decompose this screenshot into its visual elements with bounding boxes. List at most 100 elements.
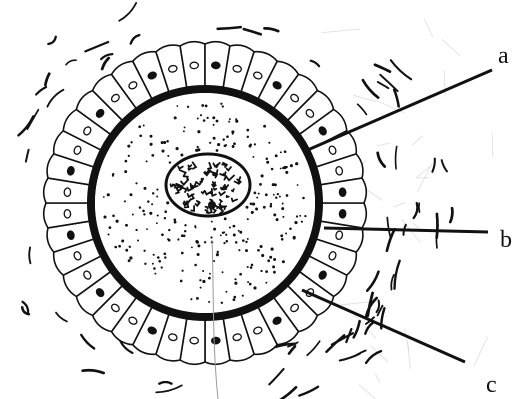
granule-dot (208, 277, 211, 280)
granule-dot (184, 126, 186, 128)
granule-dot (176, 105, 178, 107)
granule-dot (280, 168, 282, 170)
granule-dot (265, 193, 268, 196)
granule-dot (204, 241, 206, 243)
granule-dot (146, 228, 148, 230)
granule-dot (143, 125, 145, 127)
granule-dot (228, 121, 230, 123)
granule-dot (206, 117, 208, 119)
granule-dot (225, 291, 227, 293)
granule-dot (181, 270, 183, 272)
granule-dot (211, 221, 213, 223)
granule-dot (158, 260, 161, 263)
granule-dot (200, 114, 202, 116)
granule-dot (238, 249, 240, 251)
granule-dot (216, 253, 219, 256)
granule-dot (208, 301, 210, 303)
granule-dot (202, 280, 205, 283)
granule-dot (247, 136, 249, 138)
granule-dot (180, 154, 183, 157)
granule-dot (261, 174, 264, 177)
granule-dot (280, 234, 283, 237)
granule-dot (222, 232, 224, 234)
granule-dot (135, 182, 137, 184)
granule-dot (270, 205, 273, 208)
granule-dot (253, 286, 256, 289)
granule-dot (239, 273, 242, 276)
granule-dot (220, 103, 222, 105)
granule-dot (103, 196, 105, 198)
granule-dot (166, 201, 169, 204)
label-c: c (486, 373, 497, 397)
granule-dot (295, 162, 298, 165)
granule-dot (129, 246, 131, 248)
granule-dot (281, 207, 284, 210)
granule-dot (213, 137, 216, 140)
cell-nucleus (211, 337, 220, 344)
granule-dot (203, 119, 206, 122)
granule-dot (107, 233, 109, 235)
granule-dot (213, 260, 215, 262)
granule-dot (197, 146, 199, 148)
granule-dot (257, 249, 260, 252)
granule-dot (150, 135, 153, 138)
cell-nucleus (339, 209, 346, 218)
granule-dot (271, 168, 274, 171)
granule-dot (139, 134, 142, 137)
granule-dot (217, 251, 219, 253)
granule-dot (263, 206, 266, 209)
granule-dot (232, 133, 234, 135)
granule-dot (284, 150, 287, 153)
granule-dot (199, 279, 201, 281)
granule-dot (247, 218, 249, 220)
cell-nucleus (339, 188, 346, 197)
granule-dot (304, 215, 306, 217)
tissue-stroke (419, 203, 420, 212)
granule-dot (282, 216, 284, 218)
granule-dot (150, 143, 153, 146)
granule-dot (269, 256, 272, 259)
granule-dot (197, 244, 200, 247)
granule-dot (201, 104, 204, 107)
granule-dot (184, 230, 186, 232)
granule-dot (202, 270, 204, 272)
granule-dot (144, 187, 147, 190)
granule-dot (197, 118, 199, 120)
granule-dot (130, 193, 133, 196)
granule-dot (273, 271, 276, 274)
chromatin-mark (214, 189, 216, 190)
granule-dot (154, 273, 156, 275)
granule-dot (220, 234, 222, 236)
granule-dot (301, 221, 303, 223)
granule-dot (209, 142, 211, 144)
granule-dot (176, 147, 179, 150)
granule-dot (234, 278, 236, 280)
nucleolus (208, 201, 216, 209)
granule-dot (161, 141, 164, 144)
granule-dot (213, 228, 216, 231)
granule-dot (161, 149, 164, 152)
granule-dot (293, 236, 296, 239)
granule-dot (285, 171, 288, 174)
granule-dot (168, 229, 170, 231)
granule-dot (190, 298, 192, 300)
granule-dot (245, 249, 248, 252)
granule-dot (238, 230, 240, 232)
granule-dot (121, 240, 124, 243)
granule-dot (242, 295, 244, 297)
granule-dot (183, 130, 185, 132)
granule-dot (233, 234, 236, 237)
granule-dot (112, 215, 115, 218)
granule-dot (282, 260, 285, 263)
granule-dot (289, 227, 292, 230)
granule-dot (166, 140, 169, 143)
granule-dot (124, 170, 127, 173)
granule-dot (276, 218, 279, 221)
granule-dot (251, 211, 254, 214)
granule-dot (116, 220, 119, 223)
chromatin-mark (216, 206, 218, 208)
granule-dot (249, 283, 252, 286)
granule-dot (247, 266, 249, 268)
granule-dot (144, 263, 146, 265)
granule-dot (254, 143, 256, 145)
